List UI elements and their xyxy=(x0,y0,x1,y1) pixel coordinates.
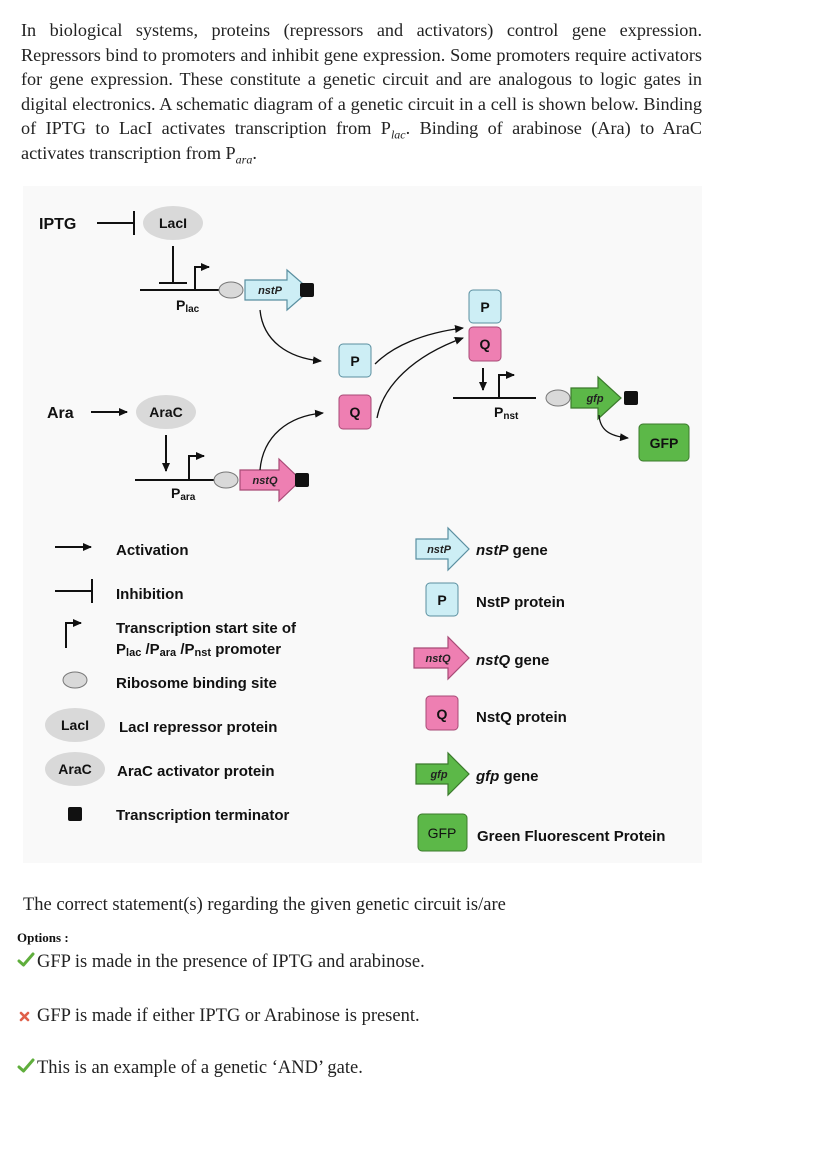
p-binding-arrow xyxy=(374,325,464,365)
ara-label: Ara xyxy=(47,405,74,422)
pnst-terminator xyxy=(624,391,638,405)
legend-terminator-icon xyxy=(68,807,82,821)
legend-rbs-label: Ribosome binding site xyxy=(116,675,277,692)
nstq-gene-label: nstQ xyxy=(252,475,278,487)
option-3-text: This is an example of a genetic ‘AND’ ga… xyxy=(37,1057,363,1078)
option-3[interactable]: This is an example of a genetic ‘AND’ ga… xyxy=(17,1057,363,1079)
q-binding-arrow xyxy=(376,336,464,419)
genetic-circuit-figure: IPTG LacI nstP Plac P Q Ara AraC nstQ Pa… xyxy=(23,186,702,863)
pq-complex-p-label: P xyxy=(480,299,489,315)
cross-icon xyxy=(17,1004,37,1028)
intro-sub-ara: ara xyxy=(235,152,253,167)
pq-complex-q-box xyxy=(468,326,502,362)
nstq-expression-arrow xyxy=(259,409,324,471)
check-icon xyxy=(17,951,37,973)
legend-q-icon-label: Q xyxy=(437,706,448,722)
legend-nstp-gene-icon xyxy=(415,526,470,572)
arac-label: AraC xyxy=(149,404,182,420)
legend-arac-desc: AraC activator protein xyxy=(117,763,275,780)
p-protein-label: P xyxy=(350,353,359,369)
legend-tss-icon xyxy=(65,619,82,648)
laci-label: LacI xyxy=(159,215,187,231)
gfp-protein-label: GFP xyxy=(650,435,679,451)
q-protein-label: Q xyxy=(350,404,361,420)
legend-q-protein-icon xyxy=(425,695,459,731)
iptg-label: IPTG xyxy=(39,216,76,233)
legend-inhibition-label: Inhibition xyxy=(116,586,183,603)
legend-activation-label: Activation xyxy=(116,542,189,559)
gfp-expression-arrow xyxy=(598,414,629,442)
legend-nstq-gene-icon xyxy=(413,635,470,681)
plac-terminator xyxy=(300,283,314,297)
legend-p-protein-icon xyxy=(425,582,459,617)
pnst-tss-arrow xyxy=(498,371,515,398)
option-2[interactable]: GFP is made if either IPTG or Arabinose … xyxy=(17,1004,420,1028)
legend-terminator-label: Transcription terminator xyxy=(116,807,290,824)
legend-gfp-gene-icon xyxy=(415,751,470,797)
legend-nstq-gene-desc: nstQ gene xyxy=(476,652,549,669)
laci-protein-oval xyxy=(143,206,203,240)
legend-laci-icon-label: LacI xyxy=(61,717,89,733)
legend-gfp-protein-icon-label: GFP xyxy=(428,825,457,841)
legend-laci-icon xyxy=(45,708,105,742)
p-protein-box xyxy=(338,343,372,378)
q-protein-box xyxy=(338,394,372,430)
para-promoter-label: Para xyxy=(171,485,196,503)
nstq-gene-arrow xyxy=(239,457,302,503)
gfp-protein-box xyxy=(638,423,690,462)
legend-tss-line1: Transcription start site of xyxy=(116,620,297,637)
pnst-promoter-label: Pnst xyxy=(494,404,519,422)
legend-gfp-icon-label: gfp xyxy=(429,769,447,781)
legend-nstp-protein-desc: NstP protein xyxy=(476,594,565,611)
legend-nstp-icon-label: nstP xyxy=(427,544,452,556)
gfp-gene-label: gfp xyxy=(585,393,603,405)
plac-tss-arrow xyxy=(194,263,210,290)
legend-gfp-gene-desc: gfp gene xyxy=(475,768,539,785)
legend-nstp-gene-desc: nstP gene xyxy=(476,542,548,559)
options-label: Options : xyxy=(17,930,69,945)
intro-sub-lac: lac xyxy=(390,127,406,142)
nstp-expression-arrow xyxy=(259,309,322,365)
nstp-gene-label: nstP xyxy=(258,285,283,297)
legend-gfp-protein-icon xyxy=(417,813,468,852)
gfp-gene-arrow xyxy=(570,375,622,421)
legend-laci-desc: LacI repressor protein xyxy=(119,719,277,736)
intro-text-2: . Binding of arabinose (Ara) to AraC act… xyxy=(21,118,702,163)
legend-arac-icon xyxy=(45,752,105,786)
para-terminator xyxy=(295,473,309,487)
intro-text-3: . xyxy=(252,142,257,163)
plac-rbs xyxy=(218,281,244,299)
plac-promoter-label: Plac xyxy=(176,297,200,315)
legend-rbs-icon xyxy=(62,671,88,689)
para-tss-arrow xyxy=(188,452,205,480)
legend-p-icon-label: P xyxy=(437,592,446,608)
option-1[interactable]: GFP is made in the presence of IPTG and … xyxy=(17,951,425,973)
figure-background xyxy=(23,186,702,863)
check-icon xyxy=(17,1057,37,1079)
legend-nstq-protein-desc: NstQ protein xyxy=(476,709,567,726)
legend-arac-icon-label: AraC xyxy=(58,761,91,777)
para-rbs xyxy=(213,471,239,489)
question-text: The correct statement(s) regarding the g… xyxy=(23,895,506,915)
legend-tss-line2: Plac /Para /Pnst promoter xyxy=(116,641,281,659)
pq-complex-q-label: Q xyxy=(480,336,491,352)
legend-nstq-icon-label: nstQ xyxy=(425,653,451,665)
pnst-rbs xyxy=(545,389,571,407)
intro-paragraph: In biological systems, proteins (repress… xyxy=(21,18,702,165)
option-1-text: GFP is made in the presence of IPTG and … xyxy=(37,951,425,972)
pq-complex-p-box xyxy=(468,289,502,324)
arac-protein-oval xyxy=(136,395,196,429)
nstp-gene-arrow xyxy=(244,268,311,312)
option-2-text: GFP is made if either IPTG or Arabinose … xyxy=(37,1005,420,1026)
intro-text-1: In biological systems, proteins (repress… xyxy=(21,20,702,138)
legend-gfp-protein-desc: Green Fluorescent Protein xyxy=(477,828,665,845)
